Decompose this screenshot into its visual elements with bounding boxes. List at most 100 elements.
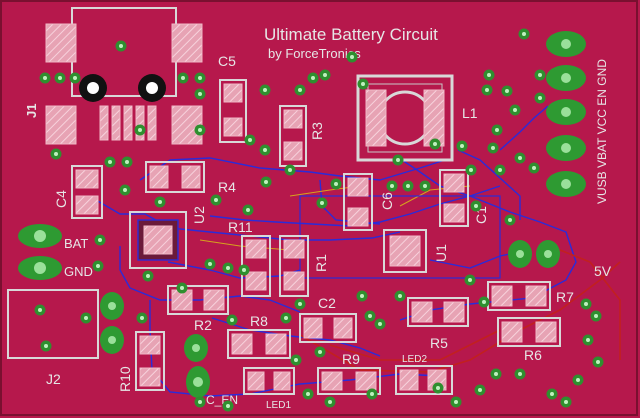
via-hole <box>494 372 498 376</box>
via-hole <box>288 168 292 172</box>
r3-label: R3 <box>309 122 325 140</box>
j1-connector <box>45 7 203 145</box>
via-hole <box>522 32 526 36</box>
u1-label: U1 <box>433 244 449 262</box>
r7-label: R7 <box>556 289 574 305</box>
j1-label: J1 <box>24 104 39 118</box>
via-hole <box>146 274 150 278</box>
via-hole <box>436 386 440 390</box>
via-hole <box>360 294 364 298</box>
via-hole <box>538 73 542 77</box>
via-hole <box>284 316 288 320</box>
via-hole <box>43 76 47 80</box>
via-hole <box>361 82 365 86</box>
r9-component <box>317 367 381 395</box>
via-hole <box>140 316 144 320</box>
via-hole <box>378 322 382 326</box>
via-hole <box>505 89 509 93</box>
via-hole <box>198 92 202 96</box>
j2-label: J2 <box>46 371 61 387</box>
c5-component <box>219 79 247 143</box>
gnd-label: GND <box>64 264 93 279</box>
r8-label: R8 <box>250 313 268 329</box>
r6-label: R6 <box>524 347 542 363</box>
via-hole <box>248 138 252 142</box>
via-hole <box>550 392 554 396</box>
via-hole <box>532 166 536 170</box>
via-hole <box>518 156 522 160</box>
via-hole <box>460 144 464 148</box>
c6-component <box>343 173 373 231</box>
via-hole <box>54 152 58 156</box>
r10-component <box>135 331 165 391</box>
led1-component <box>243 367 295 395</box>
via-hole <box>263 148 267 152</box>
via-hole <box>433 142 437 146</box>
top-traces <box>299 249 621 373</box>
u1-chip <box>383 229 427 273</box>
via-hole <box>586 338 590 342</box>
via-hole <box>538 96 542 100</box>
c6-label: C6 <box>379 192 395 210</box>
via-hole <box>495 128 499 132</box>
via-hole <box>320 201 324 205</box>
via-hole <box>298 88 302 92</box>
via-hole <box>564 400 568 404</box>
via-hole <box>482 300 486 304</box>
r2-label: R2 <box>194 317 212 333</box>
via-hole <box>474 204 478 208</box>
via-hole <box>98 238 102 242</box>
via-hole <box>513 108 517 112</box>
r1-component <box>279 235 309 297</box>
via-hole <box>73 76 77 80</box>
via-hole <box>226 404 230 408</box>
via-hole <box>230 318 234 322</box>
via-hole <box>498 168 502 172</box>
via-hole <box>125 160 129 164</box>
via-hole <box>594 314 598 318</box>
via-hole <box>84 316 88 320</box>
via-hole <box>487 73 491 77</box>
u2-chip <box>129 211 187 269</box>
via-hole <box>468 278 472 282</box>
via-hole <box>298 302 302 306</box>
r2-component <box>167 285 229 315</box>
battery-terminals <box>18 224 62 280</box>
via-hole <box>123 188 127 192</box>
via-hole <box>96 264 100 268</box>
r10-label: R10 <box>117 366 133 392</box>
r4-label: R4 <box>218 179 236 195</box>
via-hole <box>58 76 62 80</box>
via-hole <box>398 294 402 298</box>
via-hole <box>334 182 338 186</box>
r11-label: R11 <box>228 219 253 235</box>
c2-label: C2 <box>318 295 336 311</box>
via-hole <box>181 76 185 80</box>
via-hole <box>576 378 580 382</box>
r5-component <box>407 297 469 327</box>
u2-label: U2 <box>191 206 207 224</box>
via-hole <box>208 262 212 266</box>
vias <box>34 28 604 412</box>
via-hole <box>469 168 473 172</box>
via-hole <box>119 44 123 48</box>
via-hole <box>396 158 400 162</box>
via-hole <box>226 266 230 270</box>
via-hole <box>263 88 267 92</box>
via-hole <box>454 400 458 404</box>
via-hole <box>38 308 42 312</box>
via-hole <box>294 358 298 362</box>
right-header <box>546 31 586 197</box>
via-hole <box>485 88 489 92</box>
via-hole <box>370 392 374 396</box>
r6-component <box>497 317 561 347</box>
header-label: VUSB VBAT VCC EN GND <box>595 59 609 204</box>
via-hole <box>390 184 394 188</box>
bat-label: BAT <box>64 236 88 251</box>
via-hole <box>328 400 332 404</box>
via-hole <box>246 208 250 212</box>
via-hole <box>423 184 427 188</box>
l1-label: L1 <box>462 105 478 121</box>
